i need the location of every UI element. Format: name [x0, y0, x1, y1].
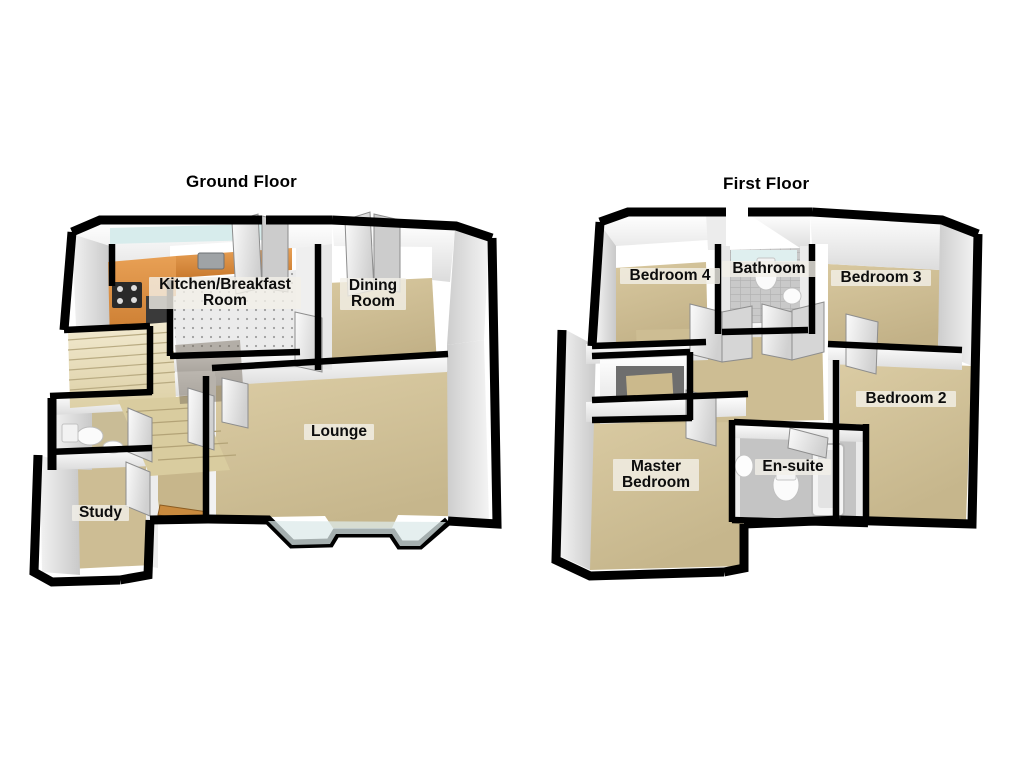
ground-floor-title: Ground Floor — [186, 172, 297, 191]
room-label-study: Study — [72, 505, 129, 521]
room-label-bedroom-2: Bedroom 2 — [856, 391, 956, 407]
room-label-kitchen-breakfast: Kitchen/Breakfast Room — [149, 277, 301, 309]
hob-burners — [117, 285, 137, 304]
bathroom-basin — [782, 287, 802, 305]
kitchen-window — [110, 224, 262, 244]
ensuite-basin — [734, 454, 754, 478]
first-floor-doors — [685, 301, 879, 459]
first-floor-inner-walls — [591, 244, 963, 528]
room-label-lounge: Lounge — [304, 424, 374, 440]
wc-cistern — [61, 423, 79, 443]
room-label-ensuite: En-suite — [755, 459, 831, 475]
room-label-bathroom: Bathroom — [722, 261, 816, 277]
room-label-dining-room: Dining Room — [340, 278, 406, 310]
room-label-master-bedroom: Master Bedroom — [613, 459, 699, 491]
lounge-bay-window — [268, 521, 446, 546]
room-label-bedroom-3: Bedroom 3 — [831, 270, 931, 286]
lounge-floor — [212, 370, 484, 528]
door-lounge — [221, 377, 249, 429]
kitchen-sink — [197, 252, 225, 270]
first-floor-title: First Floor — [723, 174, 810, 193]
bathroom-bath — [731, 250, 797, 262]
room-label-bedroom-4: Bedroom 4 — [620, 268, 720, 284]
ground-floor-inner-walls — [47, 244, 449, 520]
door-ensuite — [787, 427, 829, 459]
